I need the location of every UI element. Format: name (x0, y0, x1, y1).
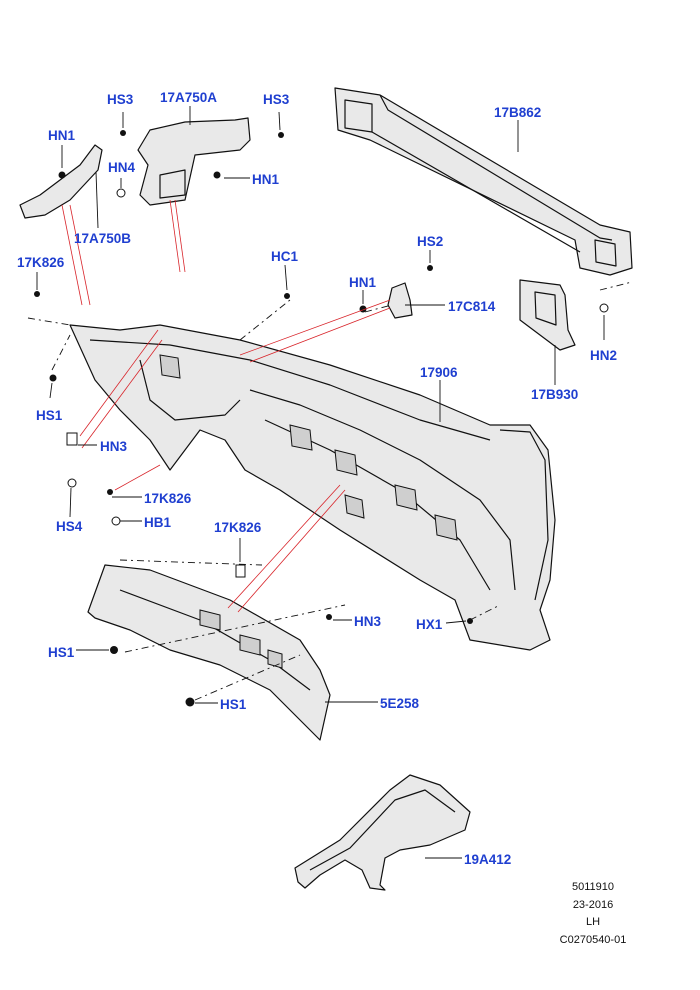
footer-ref: C0270540-01 (559, 934, 627, 946)
reference-lines-red (61, 199, 391, 613)
callout-17k826-top: 17K826 (17, 255, 65, 270)
callout-hc1: HC1 (271, 249, 299, 264)
callout-hn3-right: HN3 (354, 614, 382, 629)
callout-hn3-left: HN3 (100, 439, 128, 454)
leader-lines (36, 106, 605, 859)
callout-hs4: HS4 (56, 519, 83, 534)
callout-17906: 17906 (420, 365, 458, 380)
callout-19a412: 19A412 (464, 852, 512, 867)
callout-hn1-right: HN1 (349, 275, 377, 290)
callout-hn1-top: HN1 (48, 128, 76, 143)
bracket-17b930 (519, 279, 576, 351)
bracket-17a750a (137, 117, 251, 206)
callout-hs2: HS2 (417, 234, 444, 249)
footer-code: 5011910 (571, 881, 614, 893)
callout-5e258: 5E258 (380, 696, 420, 711)
callout-hs1-bottom: HS1 (220, 697, 247, 712)
callout-17k826-low: 17K826 (214, 520, 262, 535)
undertray-19a412 (294, 774, 471, 891)
bumper-reinforcement-beam (334, 87, 633, 276)
callout-hn4: HN4 (108, 160, 136, 175)
callout-17a750a: 17A750A (160, 90, 218, 105)
callout-17b862: 17B862 (494, 105, 542, 120)
fixings (34, 130, 609, 707)
callout-hb1: HB1 (144, 515, 172, 530)
callout-17k826-mid: 17K826 (144, 491, 192, 506)
alignment-lines (27, 281, 633, 701)
callout-hx1: HX1 (416, 617, 443, 632)
callout-hn2: HN2 (590, 348, 618, 363)
bracket-17c814 (387, 282, 413, 319)
callout-hn1-mid: HN1 (252, 172, 280, 187)
lower-panel-5e258 (87, 564, 331, 741)
footer-date: 23-2016 (572, 899, 614, 911)
callout-17a750b: 17A750B (74, 231, 132, 246)
callout-hs1-left: HS1 (36, 408, 63, 423)
bumper-cover-17906 (69, 324, 556, 651)
footer-side: LH (585, 916, 601, 928)
callout-hs1-low: HS1 (48, 645, 75, 660)
callout-17b930: 17B930 (531, 387, 579, 402)
callout-hs3-right: HS3 (263, 92, 290, 107)
callout-17c814: 17C814 (448, 299, 496, 314)
callout-hs3-left: HS3 (107, 92, 134, 107)
bracket-17a750b (19, 144, 103, 219)
